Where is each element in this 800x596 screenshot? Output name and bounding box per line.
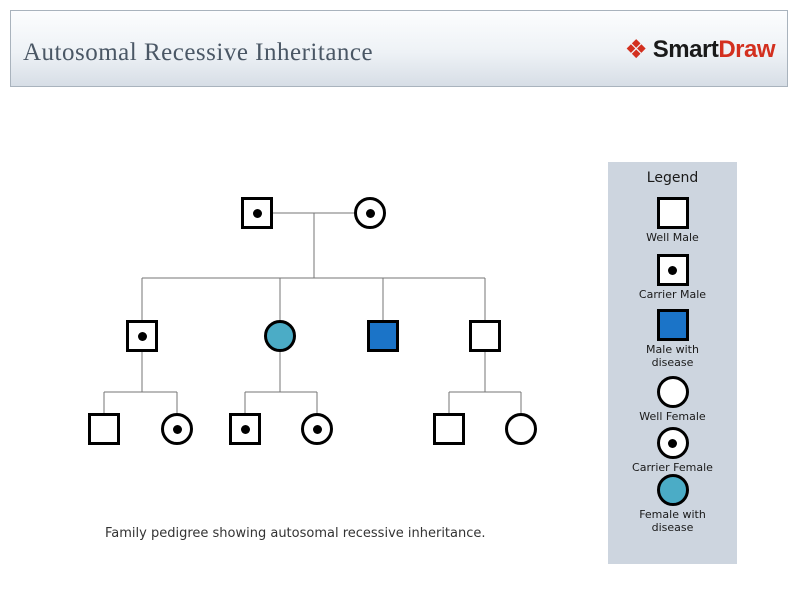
- legend-item-label: Carrier Male: [638, 288, 707, 301]
- carrier-dot-icon: [365, 208, 375, 218]
- legend-title: Legend: [646, 170, 699, 186]
- affected-female-symbol: [656, 474, 689, 506]
- affected-male-symbol: [656, 309, 689, 341]
- legend-item-label: Female with disease: [639, 508, 706, 534]
- diagram-caption: Family pedigree showing autosomal recess…: [105, 526, 486, 541]
- carrier-dot-icon: [668, 265, 677, 275]
- carrier-dot-icon: [172, 424, 182, 434]
- well-female-symbol: [656, 376, 689, 408]
- pedigree-node-gen3-family2-daughter: [301, 413, 333, 445]
- pedigree-node-gen3-family3-daughter: [505, 413, 537, 445]
- carrier-dot-icon: [312, 424, 322, 434]
- carrier-dot-icon: [137, 331, 147, 341]
- pedigree-node-gen2-child3: [367, 320, 399, 352]
- pedigree-node-gen3-family1-daughter: [161, 413, 193, 445]
- pedigree-node-gen2-child2: [264, 320, 296, 352]
- legend-item-affected-female: Female with disease: [631, 474, 715, 534]
- carrier-female-symbol: [656, 427, 689, 459]
- logo-text-draw: Draw: [718, 36, 775, 63]
- pedigree-node-gen2-child1: [126, 320, 158, 352]
- well-male-symbol: [656, 197, 689, 229]
- legend-item-label: Well Female: [639, 410, 706, 423]
- legend-item-well-female: Well Female: [631, 376, 715, 423]
- pedigree-node-gen2-child4: [469, 320, 501, 352]
- legend-item-label: Male with disease: [646, 343, 699, 369]
- carrier-dot-icon: [252, 208, 262, 218]
- legend-panel: Legend Well Male Carrier Male Male with …: [608, 162, 737, 564]
- pedigree-node-gen3-family1-son: [88, 413, 120, 445]
- legend-item-label: Carrier Female: [632, 461, 713, 474]
- smartdraw-logo-text: SmartDraw: [652, 36, 776, 63]
- page-title: Autosomal Recessive Inheritance: [23, 39, 374, 66]
- smartdraw-diamond-icon: ❖: [624, 35, 648, 65]
- legend-item-affected-male: Male with disease: [631, 309, 715, 369]
- carrier-dot-icon: [240, 424, 250, 434]
- pedigree-node-gen1-mother: [354, 197, 386, 229]
- smartdraw-logo: ❖ SmartDraw: [624, 37, 775, 63]
- pedigree-node-gen1-father: [241, 197, 273, 229]
- header-bar: Autosomal Recessive Inheritance ❖ SmartD…: [10, 10, 788, 87]
- carrier-male-symbol: [656, 254, 689, 286]
- legend-item-carrier-male: Carrier Male: [631, 254, 715, 301]
- pedigree-node-gen3-family3-son: [433, 413, 465, 445]
- legend-item-carrier-female: Carrier Female: [631, 427, 715, 474]
- legend-item-well-male: Well Male: [631, 197, 715, 244]
- carrier-dot-icon: [668, 438, 677, 448]
- logo-text-smart: Smart: [652, 36, 719, 63]
- pedigree-node-gen3-family2-son: [229, 413, 261, 445]
- legend-item-label: Well Male: [646, 231, 699, 244]
